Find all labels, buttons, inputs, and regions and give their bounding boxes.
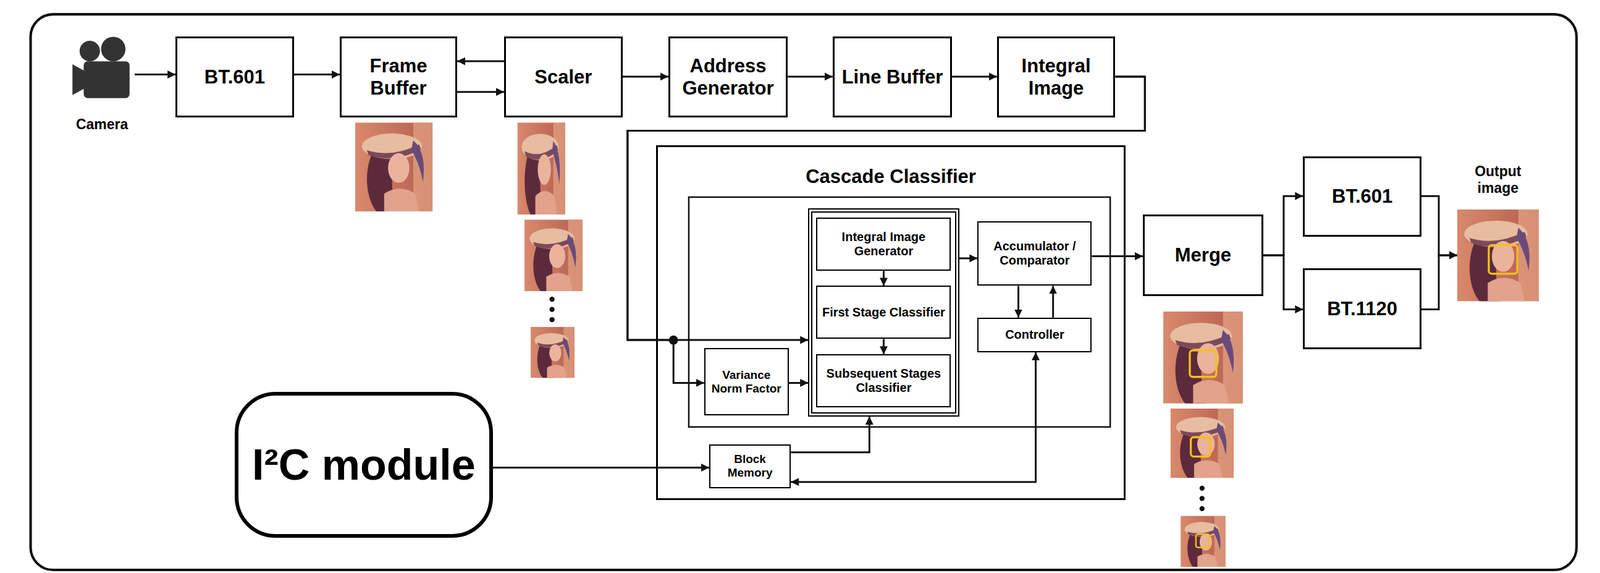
node-label: Merge (1174, 244, 1232, 267)
integral-box: Integral Image (997, 36, 1116, 117)
connector (1263, 195, 1303, 256)
detection-thumbnail (1163, 311, 1243, 404)
format-box: BT.1120 (1302, 268, 1422, 349)
connector (1017, 285, 1020, 317)
node-label: BT.1120 (1326, 297, 1398, 320)
node-label: Address Generator (672, 54, 784, 99)
controller-box: Controller (977, 317, 1092, 353)
connector (1091, 255, 1143, 257)
stage-box: First Stage Classifier (816, 285, 951, 339)
node-label: BT.601 (1331, 185, 1393, 208)
connector (1052, 285, 1054, 317)
detection-thumbnail (1170, 408, 1234, 478)
connector (1421, 255, 1458, 310)
stage-group: Integral Image GeneratorFirst Stage Clas… (808, 208, 959, 417)
outer-frame (30, 14, 1577, 570)
connector (788, 381, 809, 384)
connector (622, 75, 669, 78)
classifier-block: Cascade ClassifierVariance Norm Factor In… (656, 145, 1126, 501)
node-label: Variance Norm Factor (707, 368, 786, 396)
scaled-thumbnail (524, 219, 583, 291)
connector (959, 256, 978, 259)
ellipsis-dot (549, 296, 555, 302)
connector (790, 416, 870, 453)
camera-body (83, 61, 130, 98)
connector (294, 73, 340, 76)
connector (882, 338, 885, 354)
stage-box: Subsequent Stages Classifier (816, 353, 951, 408)
connector (882, 270, 885, 287)
connector (790, 352, 1036, 482)
camera-icon (72, 36, 130, 98)
norm-box: Variance Norm Factor (704, 347, 789, 416)
connector (457, 90, 505, 93)
node-label: First Stage Classifier (822, 305, 946, 320)
camera-node: Camera (69, 38, 135, 133)
connector (951, 75, 998, 78)
ellipsis-dot (1199, 505, 1205, 511)
scaled-thumbnail (530, 326, 575, 379)
frame-thumbnail (355, 122, 434, 212)
node-label: Line Buffer (842, 66, 944, 89)
node-label: Integral Image (1001, 54, 1112, 99)
camera-reel (79, 40, 101, 62)
face-box (1191, 436, 1211, 456)
buffer-box: Frame Buffer (339, 36, 458, 117)
camera-reel (101, 36, 127, 62)
camera-lens (72, 64, 86, 96)
ellipsis-dot (549, 316, 555, 322)
node-label: Cascade Classifier (805, 165, 977, 188)
face-box (1189, 350, 1217, 377)
scaled-thumbnail (517, 122, 566, 215)
merge-box: Merge (1142, 214, 1264, 296)
buffer-box: Line Buffer (832, 36, 952, 117)
connector (787, 75, 833, 78)
feedback-loop-line (688, 197, 1111, 427)
node-label: Frame Buffer (344, 54, 453, 99)
output-image: Output image (1457, 163, 1539, 301)
output-thumbnail (1457, 209, 1539, 302)
node-label: I²C module (252, 439, 476, 490)
face-box (1195, 533, 1209, 547)
format-box: BT.601 (175, 36, 295, 117)
connector (627, 76, 1145, 384)
connector (1421, 195, 1458, 256)
node-label: Controller (1005, 327, 1065, 342)
scaler-box: Scaler (504, 36, 623, 117)
node-label: Block Memory (712, 452, 788, 480)
connector (492, 466, 710, 469)
address-box: Address Generator (668, 36, 788, 117)
node-label: Subsequent Stages Classifier (819, 366, 948, 395)
node-label: Camera (75, 116, 128, 133)
connector (134, 73, 176, 76)
generator-box: Integral Image Generator (816, 217, 951, 271)
node-label: Accumulator / Comparator (981, 239, 1088, 268)
ellipsis-dot (1199, 495, 1205, 501)
face-box (1488, 245, 1518, 274)
node-label: Output image (1459, 163, 1537, 196)
node-label: BT.601 (204, 66, 266, 89)
i2c-module: I²C module (234, 391, 493, 538)
node-label: Integral Image Generator (819, 229, 948, 259)
node-label: Scaler (534, 66, 592, 89)
accumulator-box: Accumulator / Comparator (977, 221, 1092, 286)
memory-box: Block Memory (709, 444, 791, 489)
ellipsis-dot (549, 307, 555, 312)
format-box: BT.601 (1302, 156, 1422, 237)
detection-thumbnail (1180, 515, 1226, 567)
connector (457, 60, 505, 63)
connector (1263, 255, 1303, 310)
ellipsis-dot (1199, 485, 1205, 491)
